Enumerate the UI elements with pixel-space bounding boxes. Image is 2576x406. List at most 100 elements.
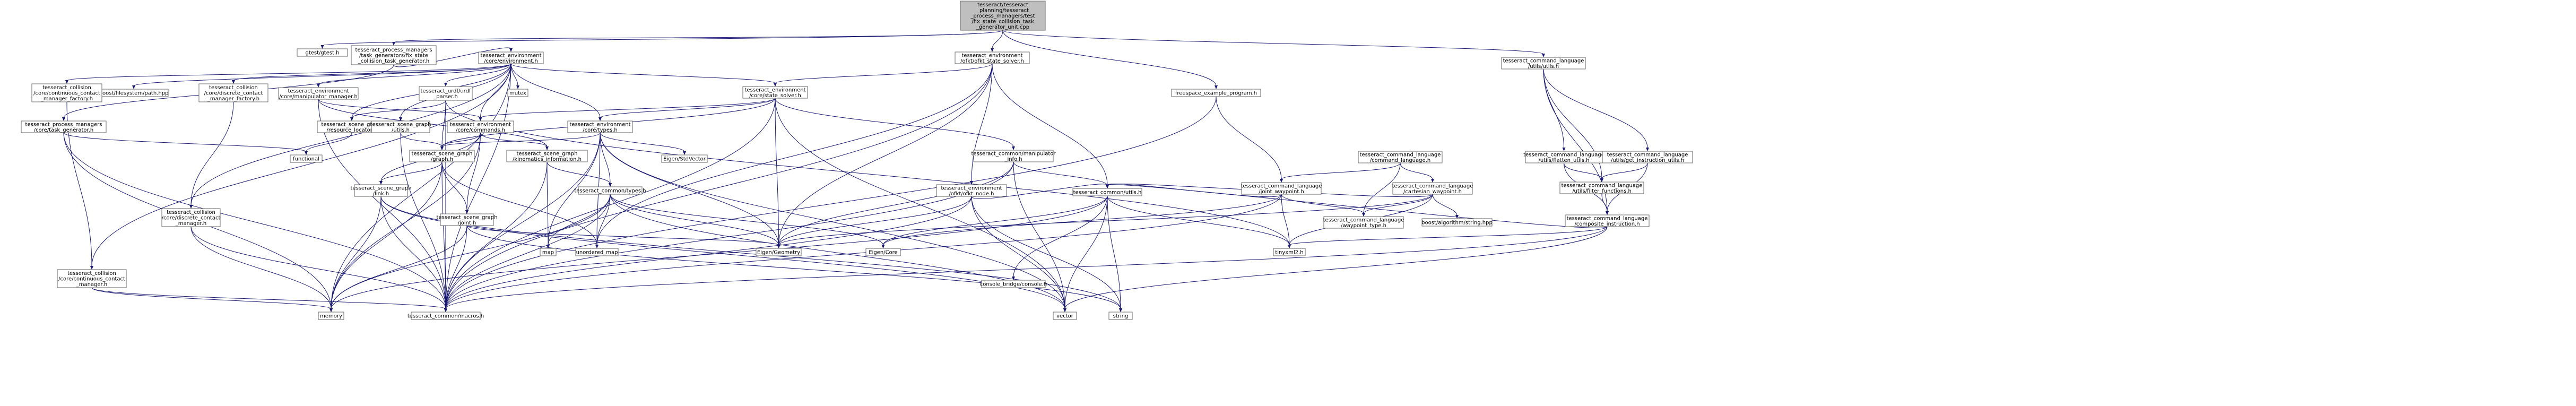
node-label-line: /utils/get_instruction_utils.h — [1611, 158, 1684, 163]
node-coll-disc-factory[interactable]: tesseract_collision/core/discrete_contac… — [198, 83, 268, 102]
edge-cl_utils-to-cl_filter — [1543, 68, 1603, 182]
node-kin-info[interactable]: tesseract_scene_graph/kinematics_informa… — [506, 150, 588, 162]
edge-state_solver-to-common_manip_utils — [775, 98, 1015, 150]
edge-coll_disc_mgr-to-macros — [190, 226, 447, 312]
node-box — [57, 269, 127, 288]
node-box — [447, 120, 514, 133]
edge-common_utils-to-string — [1107, 195, 1122, 312]
node-cl-joint-waypoint[interactable]: tesseract_command_language/joint_waypoin… — [1241, 182, 1322, 195]
node-commands[interactable]: tesseract_environment/core/commands.h — [447, 120, 514, 133]
node-box — [371, 120, 430, 133]
edge-cl_get_instr-to-cl_filter — [1600, 162, 1648, 182]
edge-line — [393, 47, 511, 67]
node-freespace[interactable]: freespace_example_program.h — [1171, 89, 1261, 97]
node-common-utils[interactable]: tesseract_common/utils.h — [1072, 188, 1142, 196]
node-label-line: _manager.h — [175, 221, 207, 227]
node-sg-joint[interactable]: tesseract_scene_graph/joint.h — [437, 213, 498, 226]
node-cl-composite[interactable]: tesseract_command_language/composite_ins… — [1565, 214, 1650, 227]
edge-line — [380, 196, 1065, 309]
edge-arrowhead — [1606, 211, 1609, 215]
node-cl-cartesian[interactable]: tesseract_command_language/cartesian_way… — [1392, 182, 1473, 195]
node-map: map — [540, 248, 557, 256]
edge-line — [1281, 162, 1401, 180]
node-cl-utils[interactable]: tesseract_command_language/utils/utils.h — [1501, 57, 1586, 70]
edge-common_types-to-vector — [610, 194, 1066, 312]
node-utils-state-solver[interactable]: tesseract_environment/ofkt/ofkt_state_so… — [955, 51, 1030, 64]
edge-line — [400, 132, 446, 309]
edge-line — [91, 287, 332, 309]
edge-line — [233, 63, 511, 81]
node-box — [440, 213, 494, 226]
node-urdf-parser[interactable]: tesseract_urdf/urdf_parser.h — [419, 86, 473, 101]
node-common-types[interactable]: tesseract_common/types.h — [574, 186, 646, 195]
node-common-manip-utils[interactable]: tesseract_common/manipulator_info.h — [972, 150, 1056, 162]
edge-env-to-boost_fs — [132, 63, 511, 89]
edge-arrowhead — [392, 42, 395, 46]
node-sg-link[interactable]: tesseract_scene_graph/link.h — [351, 184, 412, 197]
edge-common_types-to-unordered_map — [595, 194, 611, 248]
node-label-line: tesseract_environment — [962, 53, 1023, 58]
node-label-line: _info.h — [1004, 157, 1022, 162]
node-fscg[interactable]: tesseract_process_managers/task_generato… — [351, 45, 437, 65]
node-coll-cont-mgr[interactable]: tesseract_collision/core/continuous_cont… — [57, 269, 127, 288]
edge-line — [596, 63, 993, 246]
node-coll-cont-factory[interactable]: tesseract_collision/core/continuous_cont… — [31, 83, 102, 102]
edge-coll_disc_factory-to-coll_disc_mgr — [189, 101, 234, 209]
node-cl-waypoint-type[interactable]: tesseract_command_language/waypoint_type… — [1323, 216, 1404, 229]
node-cl-filter[interactable]: tesseract_command_language/utils/filter_… — [1559, 182, 1644, 194]
node-env-manip-mgr[interactable]: tesseract_environment/core/manipulator_m… — [278, 87, 359, 100]
node-state-solver[interactable]: tesseract_environment/core/state_solver.… — [742, 86, 808, 99]
node-ofkt-node[interactable]: tesseract_environment/ofkt/ofkt_node.h — [936, 184, 1007, 197]
edge-line — [331, 195, 1108, 309]
node-cl-flatten[interactable]: tesseract_command_language/utils/flatten… — [1523, 151, 1604, 163]
node-box — [1392, 182, 1473, 195]
edge-sg_joint-to-memory — [329, 225, 467, 312]
edge-line — [1002, 30, 1217, 87]
edge-cl_joint_waypoint-to-tinyxml — [1281, 194, 1291, 248]
node-label-line: tesseract_process_managers — [355, 47, 432, 53]
edge-commands-to-sg_graph — [440, 132, 481, 150]
node-label-line: tesseract_environment — [450, 122, 511, 127]
edge-sg_graph-to-sg_joint — [441, 161, 469, 214]
node-sg-graph[interactable]: tesseract_scene_graph/graph.h — [409, 150, 475, 162]
edge-line — [1601, 193, 1608, 212]
node-box — [411, 312, 481, 320]
edge-arrowhead — [90, 266, 93, 270]
node-label-line: tesseract_command_language — [1241, 183, 1322, 189]
node-coll-disc-mgr[interactable]: tesseract_collision/core/discrete_contac… — [161, 208, 221, 227]
node-types[interactable]: tesseract_environment/core/types.h — [567, 120, 633, 133]
edge-line — [66, 63, 511, 81]
node-box — [960, 1, 1046, 31]
edge-arrowhead — [62, 117, 65, 121]
node-sg-utils[interactable]: tesseract_scene_graph/utils.h — [370, 120, 431, 133]
edge-line — [1281, 194, 1290, 246]
node-box — [578, 186, 643, 195]
edge-line — [480, 63, 511, 118]
edge-common_types-to-memory — [329, 194, 611, 312]
edge-line — [610, 194, 883, 246]
node-stdvector: Eigen/StdVector — [661, 154, 708, 163]
node-root[interactable]: tesseract/tesseract_planning/tesseract_p… — [960, 1, 1046, 31]
node-cl-get-instr[interactable]: tesseract_command_language/utils/get_ins… — [1602, 151, 1693, 163]
node-env[interactable]: tesseract_environment/core/environment.h — [478, 51, 544, 64]
edge-line — [1216, 96, 1282, 180]
edge-ofkt_node-to-vector — [971, 196, 1066, 312]
node-cl-command-language[interactable]: tesseract_command_language/command_langu… — [1358, 151, 1443, 163]
node-label-line: /link.h — [373, 191, 389, 197]
edge-line — [775, 98, 1014, 148]
node-label-line: /core/discrete_contact — [162, 215, 221, 221]
edge-arrowhead — [320, 45, 324, 49]
node-label-line: tesseract_command_language — [1323, 217, 1404, 223]
node-label-line: /cartesian_waypoint.h — [1403, 189, 1462, 195]
edge-env-to-coll_disc_factory — [232, 63, 511, 84]
edge-line — [548, 132, 601, 246]
node-label-line: /waypoint_type.h — [1341, 223, 1386, 229]
node-macros[interactable]: tesseract_common/macros.h — [407, 312, 484, 320]
node-label-line: tinyxml2.h — [1275, 250, 1303, 256]
edge-line — [331, 225, 467, 309]
node-label-line: tesseract_scene_graph — [517, 151, 578, 157]
edge-root-to-utils_state_solver — [991, 30, 1003, 52]
node-task-generator[interactable]: tesseract_process_managers/core/task_gen… — [21, 120, 107, 133]
edge-line — [610, 194, 779, 246]
edge-line — [306, 132, 352, 152]
